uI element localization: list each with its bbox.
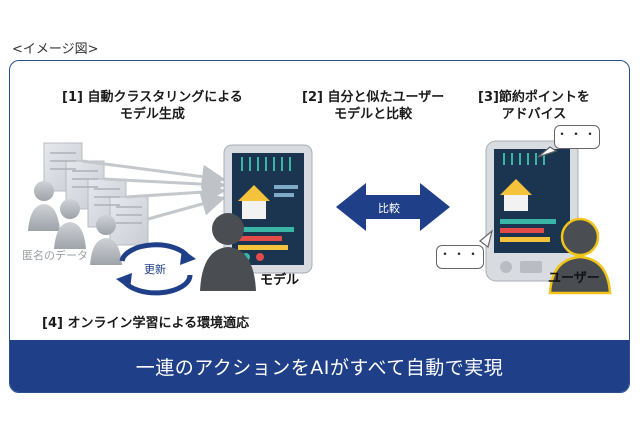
step-3-line-1: [3]節約ポイントを: [478, 90, 590, 105]
compare-label: 比較: [378, 202, 400, 215]
step-1-line-1: [1] 自動クラスタリングによる: [62, 90, 243, 105]
anonymous-people-icon: [28, 181, 122, 265]
model-tablet-icon: [223, 144, 313, 274]
step-3-title: [3]節約ポイントを アドバイス: [478, 89, 590, 123]
diagram-graphics: [28, 140, 612, 296]
diagram-frame: [1] 自動クラスタリングによる モデル生成 [2] 自分と似たユーザー モデル…: [9, 60, 630, 393]
user-label: ユーザー: [548, 271, 600, 286]
update-label: 更新: [144, 263, 166, 276]
step-3-line-2: アドバイス: [501, 107, 567, 122]
data-flow-arrows: [81, 159, 226, 221]
advice-speech-bubble-left: ・・・: [436, 245, 484, 269]
step-1-title: [1] 自動クラスタリングによる モデル生成: [62, 89, 243, 123]
anonymous-data-label: 匿名のデータ: [22, 249, 88, 262]
step-1-line-2: モデル生成: [119, 107, 185, 122]
step-4-title: [4] オンライン学習による環境適応: [42, 316, 250, 331]
step-2-title: [2] 自分と似たユーザー モデルと比較: [302, 89, 444, 123]
model-label: モデル: [260, 273, 300, 288]
advice-speech-bubble-top: ・・・: [554, 125, 600, 149]
model-person-icon: [200, 213, 256, 291]
summary-banner: 一連のアクションをAIがすべて自動で実現: [10, 340, 629, 392]
compare-double-arrow-icon: [336, 183, 450, 231]
user-tablet-icon: [485, 140, 579, 282]
step-2-line-1: [2] 自分と似たユーザー: [302, 90, 445, 105]
step-2-line-2: モデルと比較: [334, 107, 413, 122]
diagram-caption: <イメージ図>: [12, 42, 99, 57]
user-person-icon: [548, 217, 612, 295]
